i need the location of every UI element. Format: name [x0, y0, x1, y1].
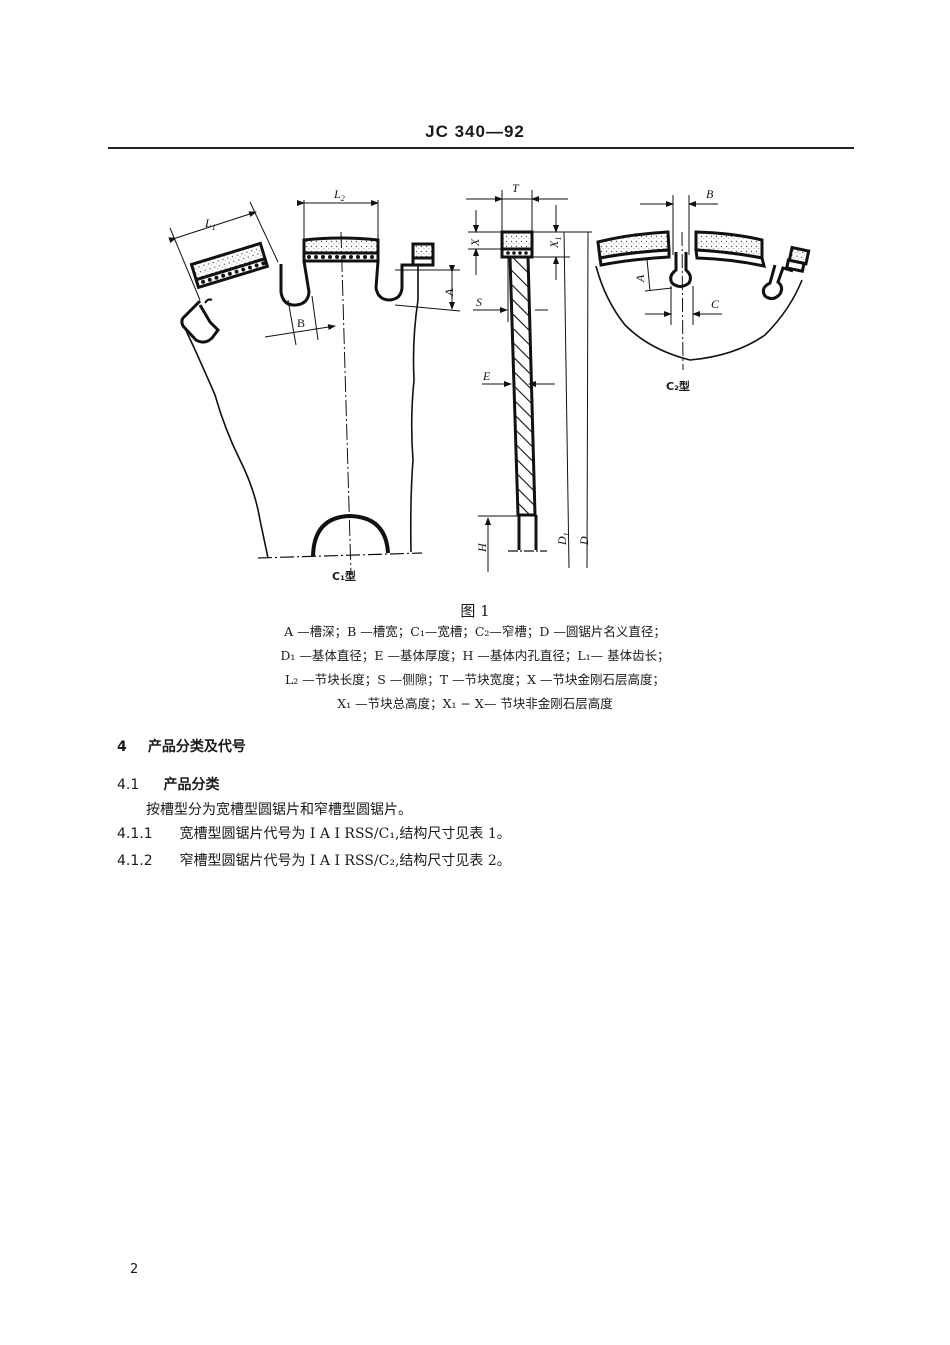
- dim-label-l2: L2: [333, 187, 345, 203]
- dim-label-c: C: [711, 297, 720, 311]
- dim-label-a: A: [442, 288, 456, 297]
- page-number: 2: [130, 1262, 139, 1277]
- section-text: 宽槽型圆锯片代号为 I A I RSS/C₁,结构尺寸见表 1。: [179, 826, 511, 842]
- dim-label-s: S: [476, 295, 482, 309]
- c1-saw-blade-diagram: [168, 200, 461, 576]
- dim-label-h: H: [475, 542, 489, 553]
- c2-saw-blade-diagram: [595, 195, 811, 371]
- figure-title: 图 1: [460, 602, 490, 620]
- section-title: 产品分类: [163, 777, 220, 793]
- section-number: 4.1: [117, 777, 140, 793]
- legend-line-1: A —槽深；B —槽宽；C₁—宽槽；C₂—窄槽；D —圆锯片名义直径；: [284, 624, 666, 639]
- dim-label-b-c2: B: [706, 187, 714, 201]
- c1-caption-text: C₁型: [332, 570, 356, 583]
- dim-label-b: B: [297, 316, 305, 330]
- c2-caption-text: C₂型: [666, 380, 690, 393]
- dim-label-e: E: [482, 369, 491, 383]
- legend-line-4: X₁ —节块总高度；X₁ − X— 节块非金刚石层高度: [337, 696, 613, 711]
- c1-caption: C₁型: [332, 568, 356, 584]
- dim-label-l1: L1: [204, 216, 216, 232]
- figure-1-drawing: L1 L2 A B: [168, 181, 811, 576]
- section-number: 4.1.2: [117, 853, 153, 869]
- legend-line-2: D₁ —基体直径；E —基体厚度；H —基体内孔直径；L₁— 基体齿长；: [280, 648, 670, 663]
- legend-line-3: L₂ —节块长度；S —侧隙；T —节块宽度；X —节块金刚石层高度；: [284, 672, 665, 687]
- dim-label-t: T: [512, 181, 520, 195]
- figure-legend: A —槽深；B —槽宽；C₁—宽槽；C₂—窄槽；D —圆锯片名义直径； D₁ —…: [0, 620, 950, 716]
- section-4-1-heading: 4.1 产品分类: [117, 774, 219, 794]
- section-title: 产品分类及代号: [147, 739, 246, 755]
- dim-label-d: D: [577, 536, 591, 546]
- section-number: 4.1.1: [117, 826, 153, 842]
- section-text: 窄槽型圆锯片代号为 I A I RSS/C₂,结构尺寸见表 2。: [179, 853, 511, 869]
- section-4-1-1: 4.1.1 宽槽型圆锯片代号为 I A I RSS/C₁,结构尺寸见表 1。: [117, 823, 511, 843]
- c2-caption: C₂型: [666, 378, 690, 394]
- header-rule: [108, 147, 854, 149]
- section-number: 4: [117, 739, 127, 755]
- standard-code-header: JC 340—92: [425, 122, 525, 141]
- cross-section-diagram: [466, 190, 592, 572]
- section-4-heading: 4 产品分类及代号: [117, 736, 246, 756]
- dim-label-a-c2: A: [633, 274, 647, 283]
- dim-label-x: X: [468, 238, 482, 247]
- dim-label-x1: X1: [547, 237, 563, 249]
- section-4-1-body: 按槽型分为宽槽型圆锯片和窄槽型圆锯片。: [146, 802, 412, 818]
- dim-label-d1: D1: [555, 532, 571, 546]
- section-4-1-2: 4.1.2 窄槽型圆锯片代号为 I A I RSS/C₂,结构尺寸见表 2。: [117, 850, 511, 870]
